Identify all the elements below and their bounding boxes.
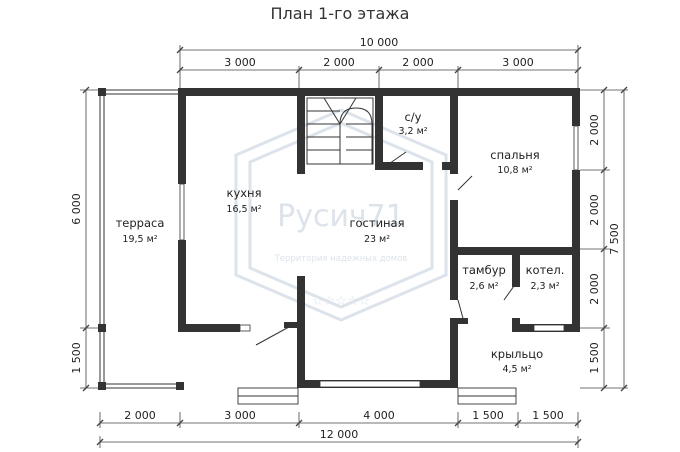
dim-top-3: 2 000 bbox=[402, 56, 434, 69]
dim-bottom-2: 3 000 bbox=[224, 409, 256, 422]
dim-right-total: 7 500 bbox=[608, 223, 621, 255]
room-vestibule-area: 2,6 м² bbox=[469, 281, 498, 292]
dim-top-total: 10 000 bbox=[360, 36, 399, 49]
watermark-brand: Русич71 bbox=[277, 199, 405, 234]
dimension-labels: 10 000 3 000 2 000 2 000 3 000 2 000 3 0… bbox=[70, 36, 621, 441]
room-labels: терраса 19,5 м² кухня 16,5 м² с/у 3,2 м²… bbox=[116, 110, 565, 375]
watermark-tagline: Территория надежных домов bbox=[274, 254, 408, 264]
room-terrace-name: терраса bbox=[116, 216, 165, 230]
room-wc-area: 3,2 м² bbox=[398, 126, 427, 137]
dim-right-2: 2 000 bbox=[588, 194, 601, 226]
watermark-stars-icon: ☆☆☆☆☆ bbox=[312, 294, 370, 309]
dimension-ticks bbox=[82, 46, 628, 446]
dim-left-2: 1 500 bbox=[70, 342, 83, 374]
room-bedroom-area: 10,8 м² bbox=[497, 165, 532, 176]
dim-bottom-5: 1 500 bbox=[532, 409, 564, 422]
room-kitchen-area: 16,5 м² bbox=[226, 204, 261, 215]
terrace-outline bbox=[99, 89, 180, 389]
dim-top-4: 3 000 bbox=[502, 56, 534, 69]
room-boiler-name: котел. bbox=[526, 263, 565, 277]
watermark: Русич71 Территория надежных домов ☆☆☆☆☆ bbox=[234, 108, 448, 322]
dim-right-4: 1 500 bbox=[588, 342, 601, 374]
terrace-posts bbox=[98, 88, 184, 390]
dim-bottom-4: 1 500 bbox=[472, 409, 504, 422]
dim-top-2: 2 000 bbox=[323, 56, 355, 69]
room-kitchen-name: кухня bbox=[227, 186, 262, 200]
room-wc-name: с/у bbox=[404, 110, 421, 124]
porch-steps bbox=[237, 387, 517, 405]
room-living-area: 23 м² bbox=[364, 234, 390, 245]
dim-top-1: 3 000 bbox=[224, 56, 256, 69]
room-porch-area: 4,5 м² bbox=[502, 364, 531, 375]
dim-left-1: 6 000 bbox=[70, 193, 83, 225]
room-bedroom-name: спальня bbox=[490, 148, 539, 162]
dim-bottom-3: 4 000 bbox=[363, 409, 395, 422]
plan-title: План 1-го этажа bbox=[271, 4, 410, 23]
doors bbox=[255, 151, 515, 346]
room-living-name: гостиная bbox=[349, 216, 404, 230]
staircase bbox=[306, 97, 374, 165]
dim-bottom-1: 2 000 bbox=[124, 409, 156, 422]
dim-right-3: 2 000 bbox=[588, 273, 601, 305]
dim-bottom-total: 12 000 bbox=[320, 428, 359, 441]
windows bbox=[179, 125, 579, 388]
room-porch-name: крыльцо bbox=[491, 347, 543, 361]
room-terrace-area: 19,5 м² bbox=[122, 234, 157, 245]
room-boiler-area: 2,3 м² bbox=[530, 281, 559, 292]
dim-right-1: 2 000 bbox=[588, 114, 601, 146]
room-vestibule-name: тамбур bbox=[462, 263, 506, 277]
